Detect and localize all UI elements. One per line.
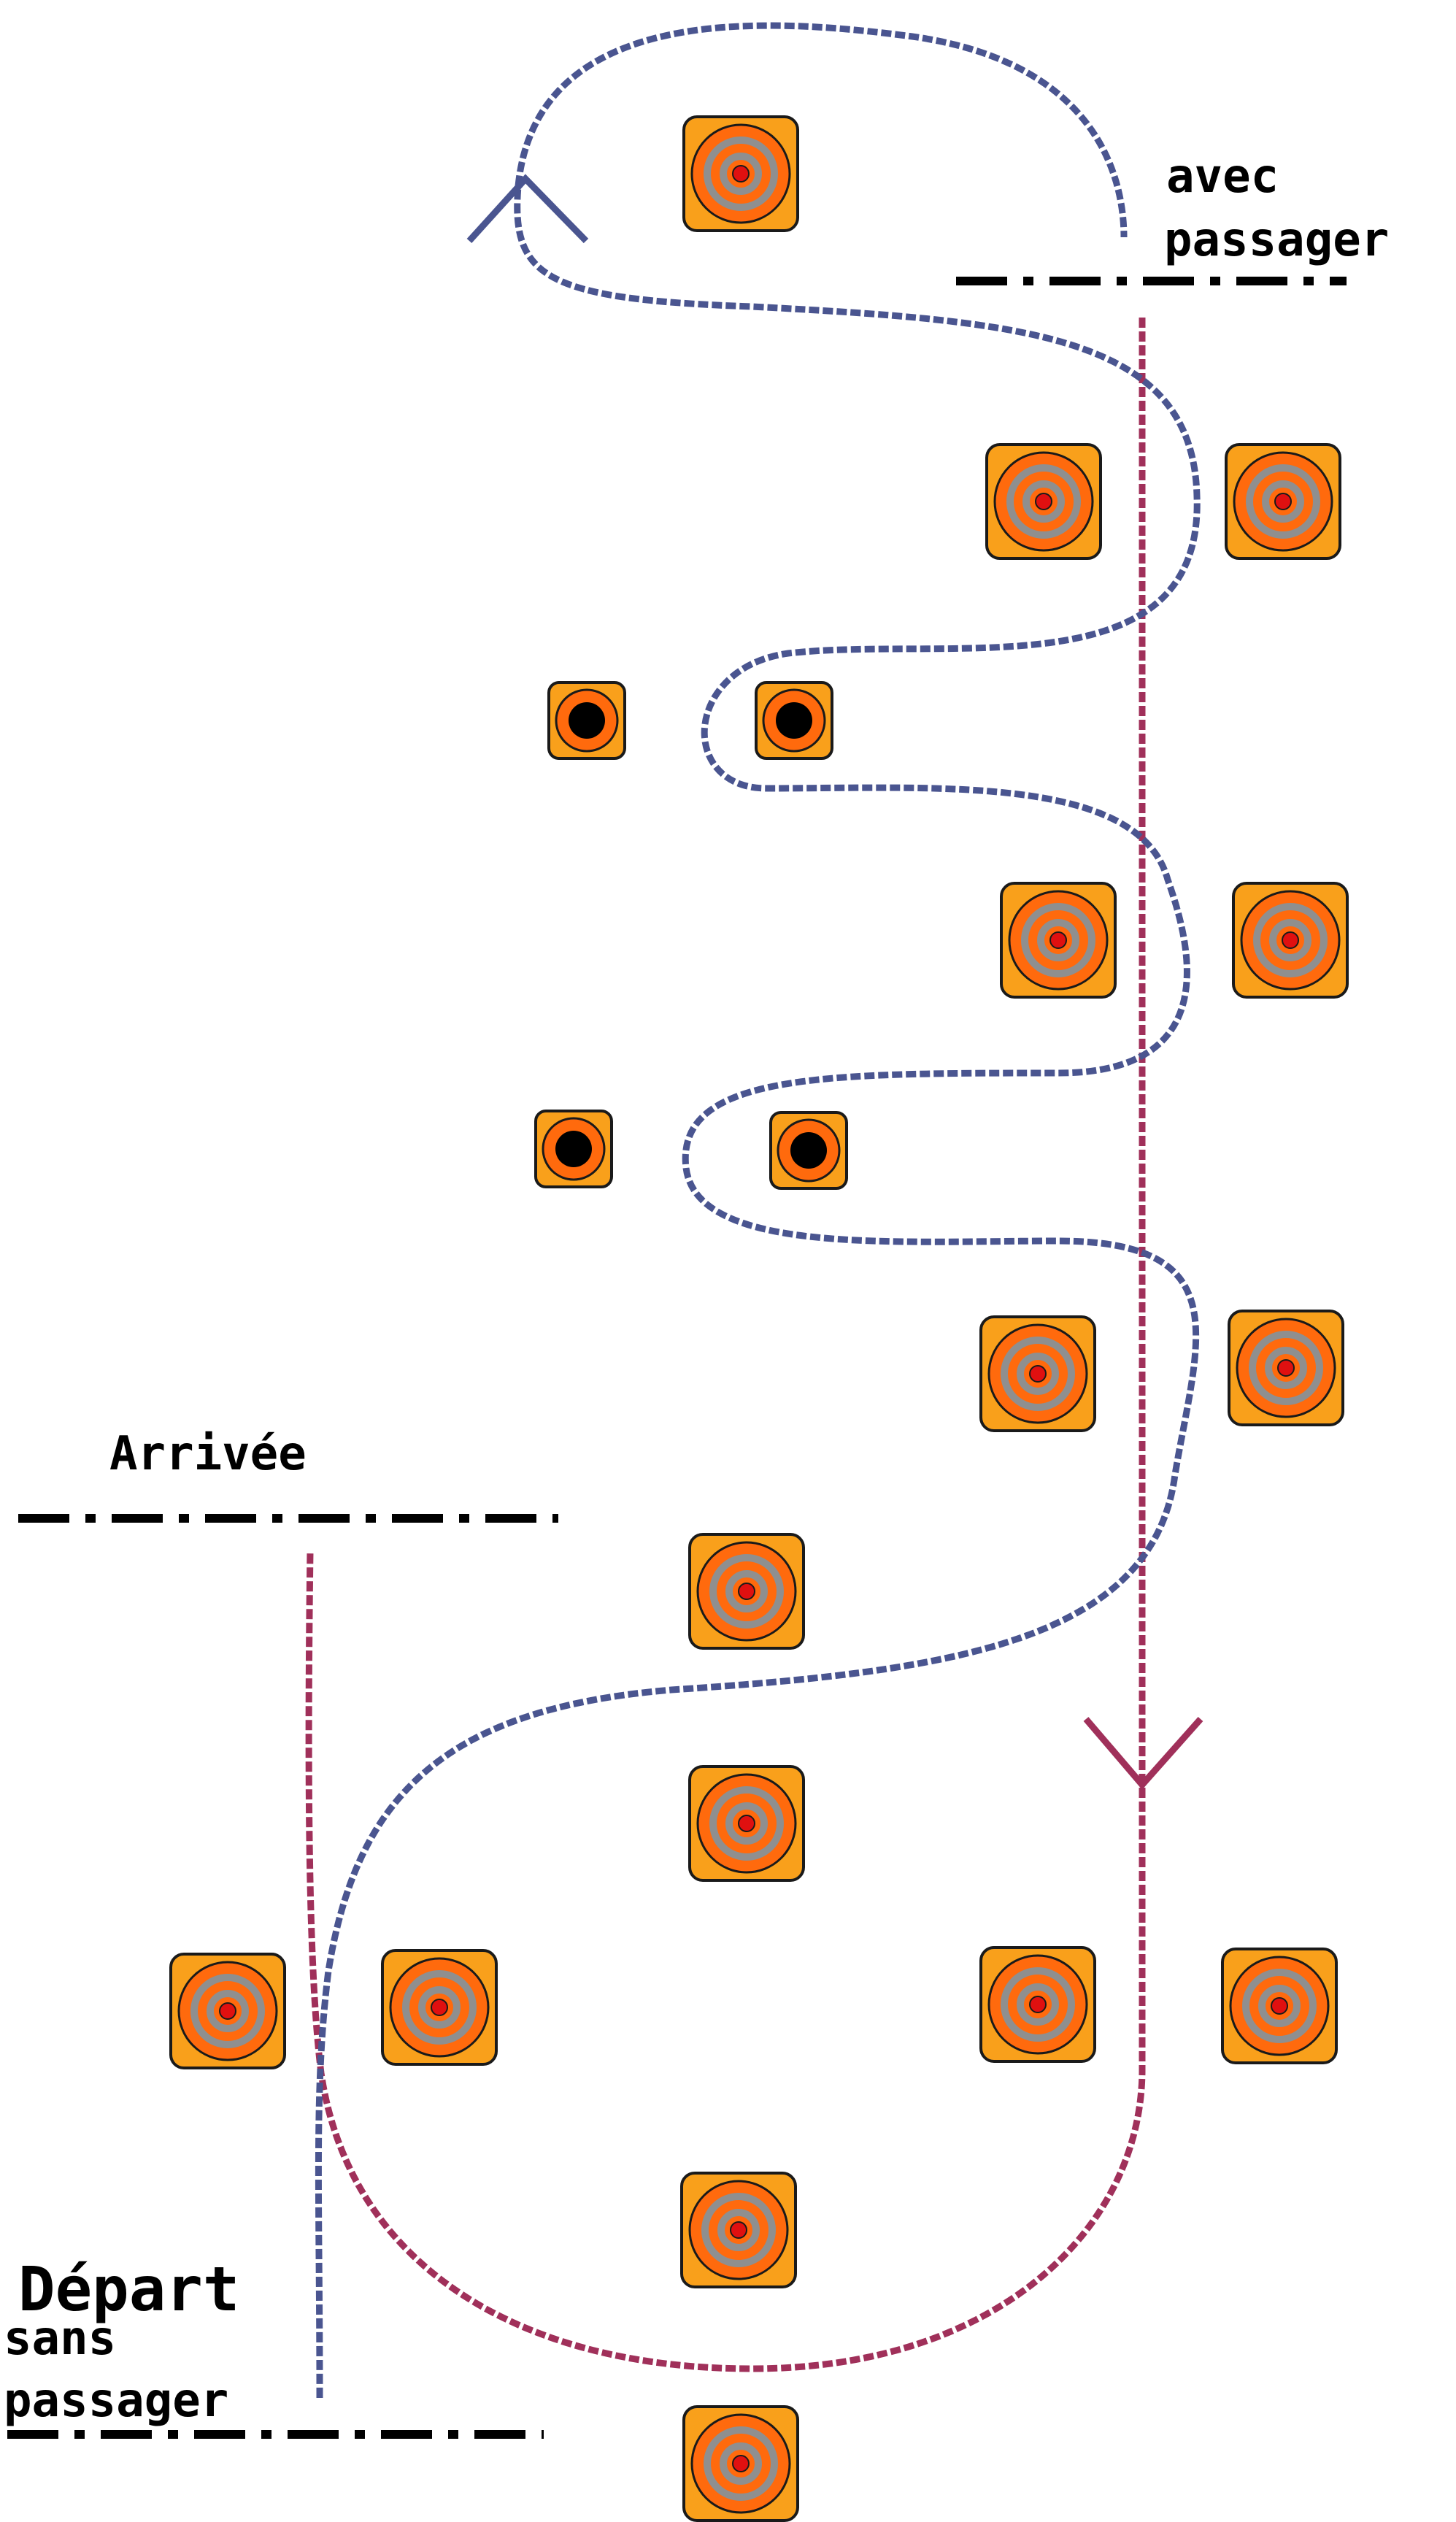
traffic-cone-icon (987, 445, 1101, 558)
traffic-cone-icon (1222, 1949, 1336, 2063)
route-with-passenger (305, 318, 1203, 2372)
label-without-passenger-line1: sans (4, 2312, 116, 2366)
traffic-cone-icon (690, 1534, 804, 1648)
round-marker-icon (769, 1111, 848, 1190)
label-with-passenger-line2: passager (1164, 213, 1389, 267)
traffic-cone-icon (981, 1317, 1095, 1431)
round-marker-icon (547, 681, 626, 760)
label-with-passenger-line1: avec (1166, 150, 1279, 204)
traffic-cone-icon (684, 117, 798, 231)
traffic-cone-icon (684, 2407, 798, 2521)
traffic-cone-icon (1226, 445, 1340, 558)
label-arrival: Arrivée (109, 1427, 307, 1481)
traffic-cone-icon (682, 2173, 796, 2287)
round-marker-icon (755, 681, 833, 760)
arrow-down-icon (1083, 1717, 1203, 1790)
traffic-cone-icon (690, 1766, 804, 1880)
label-without-passenger-line2: passager (4, 2374, 228, 2428)
traffic-cone-icon (382, 1950, 496, 2064)
traffic-cone-icon (1233, 883, 1347, 997)
marker-group (534, 681, 848, 1190)
route-without-passenger (315, 22, 1201, 2399)
traffic-cone-icon (981, 1948, 1095, 2061)
traffic-cone-icon (171, 1954, 285, 2068)
traffic-cone-icon (1001, 883, 1115, 997)
arrow-up-icon (466, 174, 589, 244)
round-marker-icon (534, 1110, 613, 1188)
label-start: Départ (18, 2253, 239, 2325)
traffic-cone-icon (1229, 1311, 1343, 1425)
